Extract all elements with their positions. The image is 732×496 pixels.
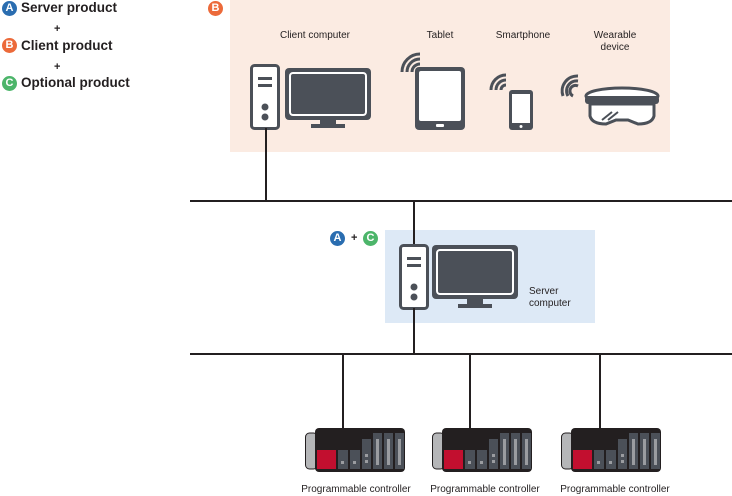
- legend-label-optional-product: Optional product: [21, 75, 130, 90]
- legend-label-client-product: Client product: [21, 38, 113, 53]
- client-zone-badge-b: B: [208, 1, 223, 16]
- programmable-controller-icon: [432, 428, 532, 472]
- plc-drop-line-3: [599, 354, 601, 429]
- server-computer-label: Server computer: [529, 286, 571, 309]
- smart-glasses-icon: [560, 74, 660, 126]
- legend-plus: +: [54, 61, 61, 73]
- plc-drop-line-2: [469, 354, 471, 429]
- smartphone-icon: [489, 73, 533, 130]
- badge-b: B: [2, 38, 17, 53]
- legend-label-server-product: Server product: [21, 0, 118, 15]
- plc-drop-line-1: [342, 354, 344, 429]
- programmable-controller-icon: [561, 428, 661, 472]
- server-uplink-line: [413, 200, 415, 246]
- server-computer-icon: [399, 244, 518, 310]
- server-badge-a: A: [330, 231, 345, 246]
- desktop-computer-icon: [250, 64, 371, 130]
- tablet-icon: [400, 52, 465, 130]
- plc-label-1: Programmable controller: [301, 484, 411, 495]
- plc-label-3: Programmable controller: [560, 484, 670, 495]
- server-plus: +: [351, 232, 358, 244]
- client-drop-line: [265, 128, 267, 200]
- tablet-label: Tablet: [426, 30, 454, 41]
- plc-label-2: Programmable controller: [430, 484, 540, 495]
- legend-plus: +: [54, 23, 61, 35]
- wearable-device-label: Wearable device: [593, 30, 637, 53]
- badge-c: C: [2, 76, 17, 91]
- lower-network-bus: [190, 353, 732, 355]
- smartphone-label: Smartphone: [495, 30, 551, 41]
- server-badge-c: C: [363, 231, 378, 246]
- programmable-controller-icon: [305, 428, 405, 472]
- server-downlink-line: [413, 308, 415, 354]
- badge-a: A: [2, 1, 17, 16]
- client-computer-label: Client computer: [279, 30, 351, 41]
- upper-network-bus: [190, 200, 732, 202]
